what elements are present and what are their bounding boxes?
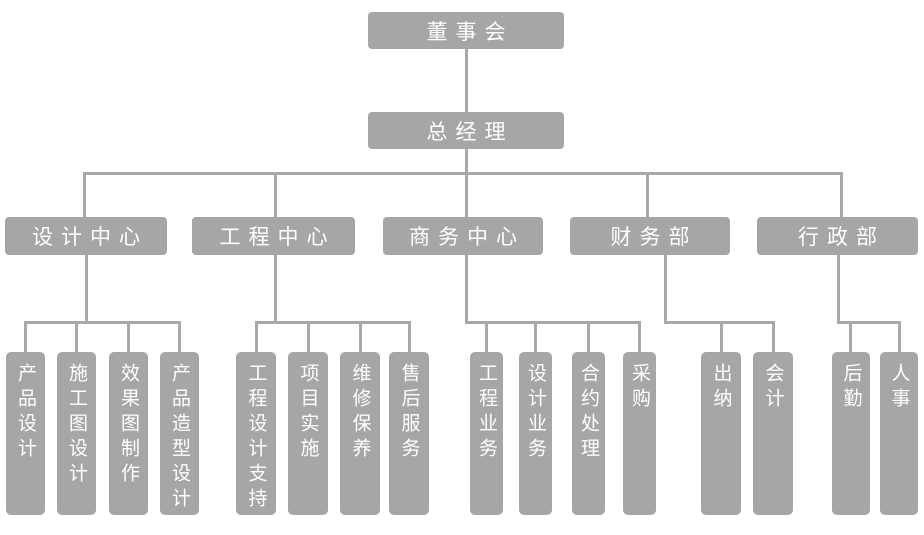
org-node-personnel: 人事 [880, 352, 918, 515]
node-label: 总经理 [426, 120, 514, 144]
connector-engineering-parent-drop [274, 255, 277, 324]
org-node-project-implementation: 项目实施 [288, 352, 328, 515]
org-node-business-center: 商务中心 [383, 217, 543, 255]
org-node-design-center: 设计中心 [5, 217, 167, 255]
org-node-board: 董事会 [368, 12, 564, 49]
org-node-cashier: 出纳 [701, 352, 741, 515]
org-node-product-design: 产品设计 [6, 352, 45, 515]
connector-bus-design [24, 321, 181, 324]
connector-root-gm [465, 49, 468, 112]
org-node-contract-processing: 合约处理 [572, 352, 605, 515]
connector-bus-business [465, 321, 641, 324]
node-label: 产品设计 [15, 363, 36, 463]
node-label: 售后服务 [398, 363, 420, 463]
org-node-engineering-center: 工程中心 [192, 217, 355, 255]
connector-bus-finance [664, 321, 775, 324]
node-label: 出纳 [710, 363, 732, 413]
node-label: 行政部 [798, 226, 885, 249]
connector-drop-finance-dept [646, 172, 649, 217]
connector-child-drop [408, 321, 411, 352]
connector-top-bus [83, 172, 843, 175]
connector-bus-engineering [255, 321, 411, 324]
node-label: 效果图制作 [118, 363, 139, 488]
connector-child-drop [127, 321, 130, 352]
node-label: 董事会 [426, 20, 514, 44]
org-node-accounting: 会计 [753, 352, 793, 515]
org-node-engineering-design-support: 工程设计支持 [236, 352, 276, 515]
node-label: 维修保养 [349, 363, 371, 463]
org-node-procurement: 采购 [623, 352, 656, 515]
node-label: 工程设计支持 [245, 363, 267, 513]
connector-child-drop [24, 321, 27, 352]
connector-admin-parent-drop [837, 255, 840, 324]
connector-child-drop [255, 321, 258, 352]
node-label: 施工图设计 [66, 363, 87, 488]
connector-child-drop [587, 321, 590, 352]
org-node-general-manager: 总经理 [368, 112, 564, 149]
org-node-product-styling-design: 产品造型设计 [160, 352, 199, 515]
node-label: 项目实施 [297, 363, 319, 463]
connector-drop-admin-dept [840, 172, 843, 217]
connector-bus-admin [837, 321, 901, 324]
node-label: 商务中心 [409, 226, 525, 249]
org-node-after-sales-service: 售后服务 [389, 352, 429, 515]
org-node-admin-dept: 行政部 [757, 217, 918, 255]
node-label: 财务部 [610, 226, 698, 249]
org-node-logistics: 后勤 [832, 352, 870, 515]
node-label: 设计中心 [32, 226, 148, 249]
org-node-construction-drawing-design: 施工图设计 [57, 352, 96, 515]
connector-drop-engineering-center [274, 172, 277, 217]
node-label: 工程业务 [476, 363, 497, 463]
org-node-engineering-business: 工程业务 [470, 352, 503, 515]
connector-child-drop [359, 321, 362, 352]
connector-child-drop [849, 321, 852, 352]
node-label: 后勤 [840, 363, 862, 413]
node-label: 工程中心 [219, 226, 336, 249]
connector-child-drop [178, 321, 181, 352]
connector-child-drop [75, 321, 78, 352]
connector-child-drop [772, 321, 775, 352]
connector-child-drop [307, 321, 310, 352]
org-node-rendering-production: 效果图制作 [109, 352, 148, 515]
node-label: 产品造型设计 [169, 363, 190, 513]
node-label: 会计 [762, 363, 784, 413]
connector-design-parent-drop [85, 255, 88, 324]
node-label: 合约处理 [578, 363, 599, 463]
connector-child-drop [534, 321, 537, 352]
org-node-design-business: 设计业务 [519, 352, 552, 515]
connector-drop-design-center [83, 172, 86, 217]
org-node-maintenance: 维修保养 [340, 352, 380, 515]
connector-child-drop [485, 321, 488, 352]
org-node-finance-dept: 财务部 [570, 217, 730, 255]
node-label: 人事 [888, 363, 910, 413]
connector-finance-parent-drop [664, 255, 667, 324]
connector-gm-drop [465, 149, 468, 217]
node-label: 设计业务 [525, 363, 546, 463]
connector-child-drop [638, 321, 641, 352]
node-label: 采购 [629, 363, 650, 413]
connector-child-drop [898, 321, 901, 352]
connector-child-drop [720, 321, 723, 352]
connector-business-parent-drop [465, 255, 468, 324]
